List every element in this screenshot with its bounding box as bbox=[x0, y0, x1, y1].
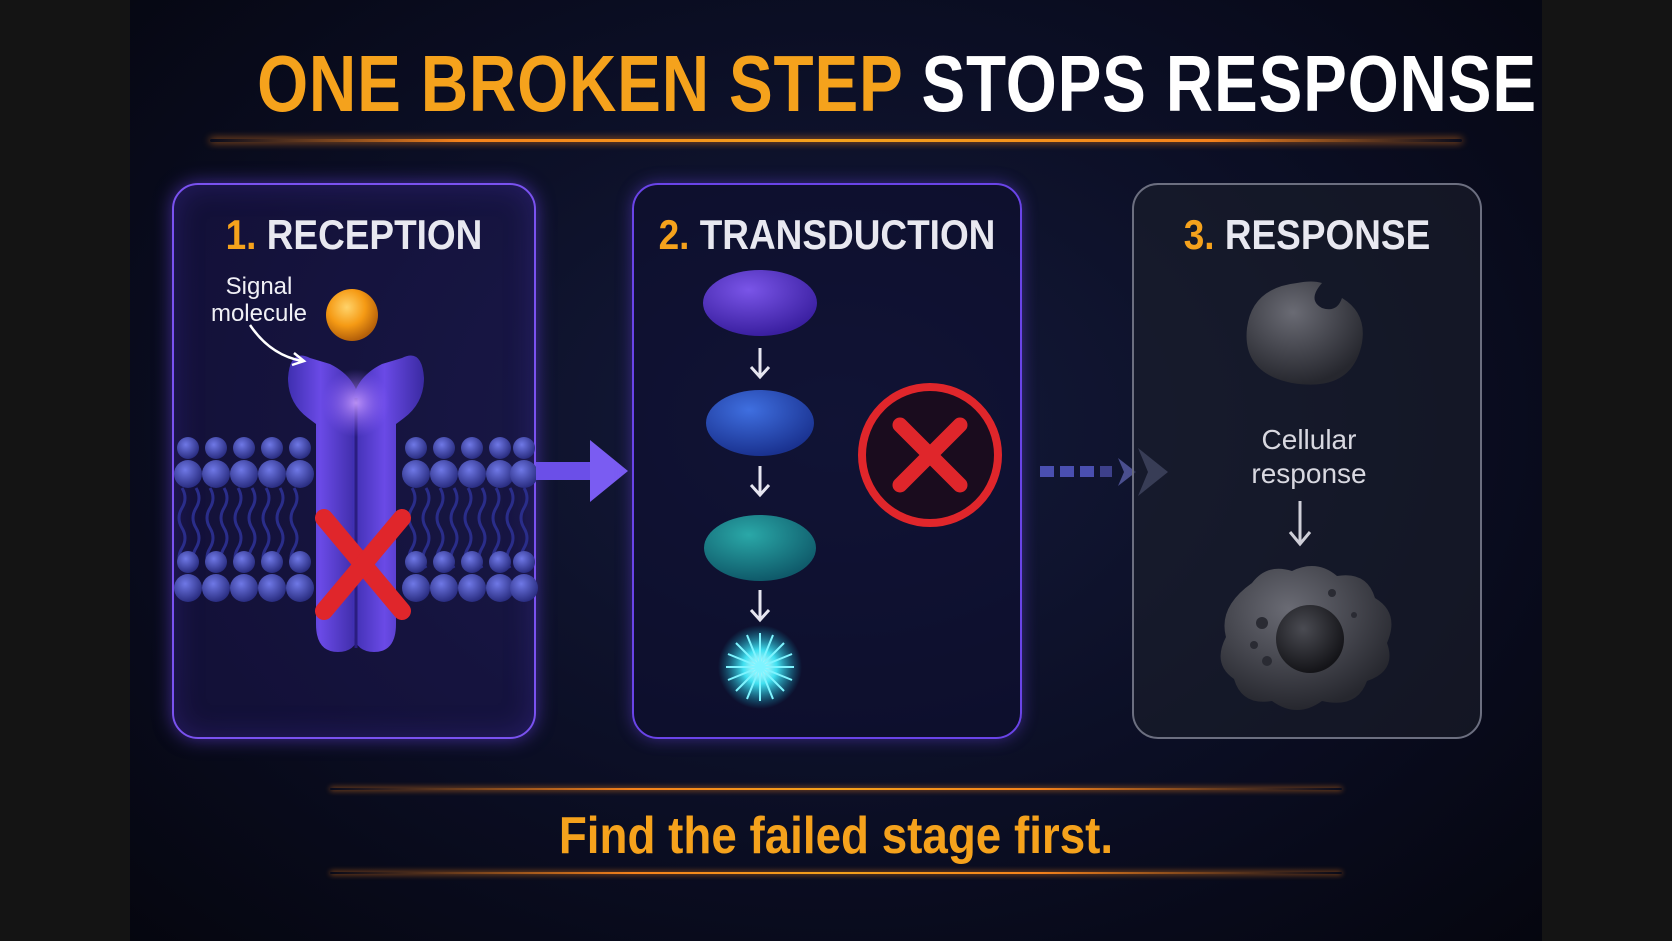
membrane-icon bbox=[174, 437, 538, 602]
stage-number: 3. bbox=[1183, 211, 1215, 258]
transduction-illustration bbox=[703, 270, 1002, 709]
annotation-line-1: Signal bbox=[225, 273, 293, 300]
flow-arrow-1 bbox=[536, 440, 628, 502]
footer-bottom-divider bbox=[330, 872, 1342, 874]
diagram-canvas: ONE BROKEN STEP STOPS RESPONSE 1. RECEPT… bbox=[130, 0, 1542, 941]
title-rest: STOPS RESPONSE bbox=[921, 39, 1537, 128]
signal-molecule-icon bbox=[326, 289, 378, 341]
stage-title-transduction: 2. TRANSDUCTION bbox=[657, 211, 997, 259]
stage-number: 2. bbox=[658, 211, 690, 258]
response-illustration bbox=[1220, 281, 1392, 710]
reception-illustration bbox=[174, 289, 538, 652]
annotation-line-2: molecule bbox=[210, 300, 308, 327]
failure-x-icon bbox=[858, 383, 1002, 527]
title-highlight: ONE BROKEN STEP bbox=[257, 39, 903, 128]
stage-title-response: 3. RESPONSE bbox=[1155, 211, 1459, 259]
title-divider bbox=[210, 139, 1462, 142]
footer-caption: Find the failed stage first. bbox=[558, 807, 1114, 865]
stage-number: 1. bbox=[225, 211, 257, 258]
protein-icon bbox=[1246, 281, 1363, 385]
footer-top-divider bbox=[330, 788, 1342, 790]
stage-label: RECEPTION bbox=[266, 211, 483, 258]
stage-title-reception: 1. RECEPTION bbox=[196, 211, 513, 259]
relay-protein-icon bbox=[704, 515, 816, 581]
annotation-line-2: response bbox=[1251, 458, 1367, 489]
stage-label: TRANSDUCTION bbox=[699, 211, 996, 258]
stage-label: RESPONSE bbox=[1224, 211, 1431, 258]
annotation-line-1: Cellular bbox=[1261, 424, 1357, 455]
spark-icon bbox=[718, 625, 802, 709]
cellular-response-label: Cellular response bbox=[1229, 423, 1389, 491]
relay-protein-icon bbox=[703, 270, 817, 336]
relay-protein-icon bbox=[706, 390, 814, 456]
page-title: ONE BROKEN STEP STOPS RESPONSE bbox=[257, 38, 1536, 130]
failure-x-icon bbox=[315, 509, 411, 620]
signal-molecule-label: Signal molecule bbox=[199, 273, 319, 327]
annotation-arrow bbox=[248, 324, 303, 363]
